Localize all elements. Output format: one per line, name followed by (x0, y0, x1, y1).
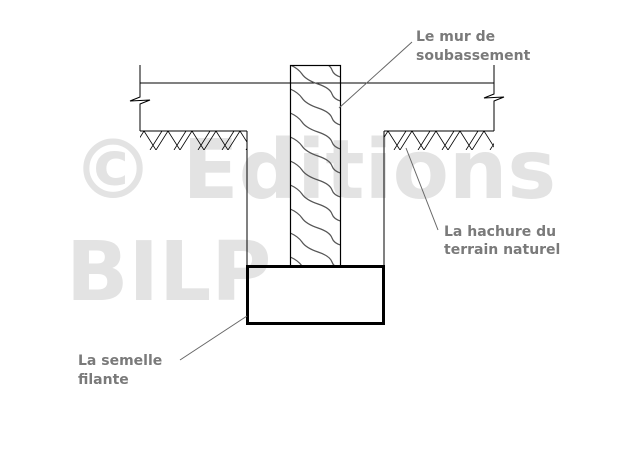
leader-hatch (405, 147, 439, 231)
strip-footing (246, 265, 385, 325)
wall-hatch-stroke (290, 208, 341, 246)
ground-hatch-right (384, 131, 494, 150)
label-footing: La semelle filante (78, 353, 167, 388)
hatch-stroke (143, 131, 169, 150)
hatch-stroke (441, 131, 455, 150)
wall-hatch-stroke (288, 280, 344, 318)
ground-hatch-left (140, 131, 247, 150)
leader-footing (179, 315, 248, 361)
wall-hatch-stroke (290, 160, 341, 198)
hatch-stroke (459, 131, 485, 150)
leaders (179, 41, 439, 361)
hatch-stroke (167, 131, 193, 150)
hatch-stroke (221, 131, 235, 150)
hatch-stroke (197, 131, 211, 150)
wall-hatch-stroke (327, 65, 341, 78)
hatch-stroke (191, 131, 217, 150)
watermark-line1: © Editions (72, 123, 556, 218)
hatch-stroke (489, 142, 494, 150)
wall-hatch-stroke (290, 65, 341, 102)
wall-hatch-stroke (290, 112, 341, 150)
hatch-stroke (417, 131, 431, 150)
hatch-stroke (149, 131, 163, 150)
wall-hatch (288, 65, 344, 318)
wall-hatch-stroke (290, 136, 341, 174)
watermark-line2: BILP (66, 225, 271, 320)
label-hatch: La hachure du terrain naturel (444, 224, 561, 258)
leader-wall (338, 41, 413, 109)
hatch-stroke (483, 131, 494, 148)
hatch-stroke (215, 131, 241, 150)
wall-hatch-stroke (290, 88, 341, 126)
slab-outline (129, 65, 505, 266)
hatch-stroke (173, 131, 187, 150)
hatch-stroke (465, 131, 479, 150)
hatch-stroke (435, 131, 461, 150)
hatch-stroke (239, 131, 247, 143)
wall-hatch-stroke (290, 232, 336, 266)
hatch-stroke (411, 131, 437, 150)
label-wall: Le mur de soubassement (416, 29, 531, 64)
wall-hatch-stroke (290, 256, 303, 266)
hatch-stroke (393, 131, 407, 150)
wall-hatch-stroke (290, 184, 341, 222)
hatch-stroke (387, 131, 413, 150)
